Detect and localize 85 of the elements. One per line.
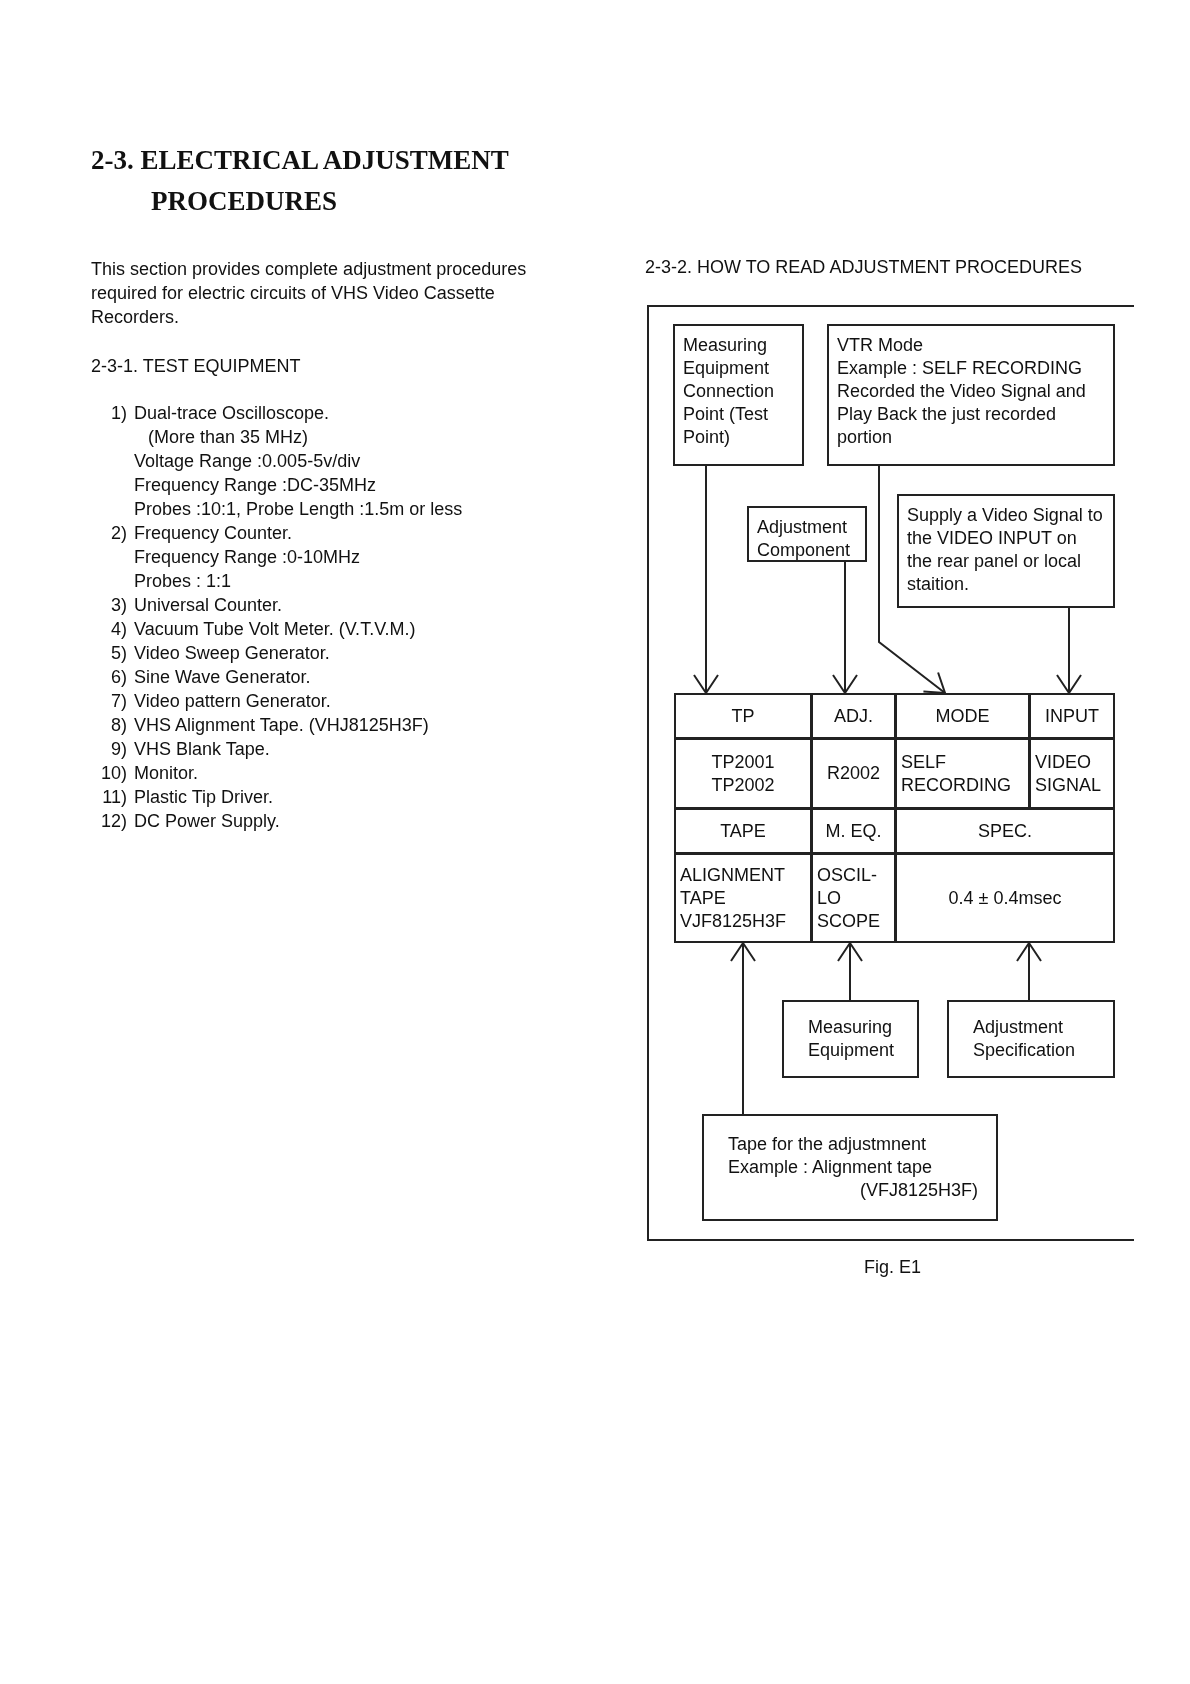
arrow bbox=[878, 465, 946, 694]
section-subheading: 2-3-1. TEST EQUIPMENT bbox=[91, 355, 301, 378]
list-item-text: Video Sweep Generator. bbox=[134, 642, 330, 665]
table-cell bbox=[674, 738, 812, 809]
table-cell bbox=[1029, 693, 1115, 739]
list-item-text: Probes :10:1, Probe Length :1.5m or less bbox=[134, 498, 463, 521]
table-cell bbox=[895, 853, 1115, 943]
table-cell bbox=[895, 693, 1030, 739]
arrow bbox=[832, 561, 858, 694]
list-item-text: Monitor. bbox=[134, 762, 199, 785]
list-number: 1) bbox=[110, 402, 127, 425]
section-heading: 2-3. ELECTRICAL ADJUSTMENT PROCEDURES bbox=[91, 144, 510, 218]
list-number: 3) bbox=[110, 594, 127, 617]
list-number: 2) bbox=[110, 522, 127, 545]
arrow bbox=[730, 942, 756, 1115]
list-item-text: Universal Counter. bbox=[134, 594, 283, 617]
table-cell bbox=[674, 808, 812, 854]
list-number: 4) bbox=[110, 618, 127, 641]
callout-text: Supply a Video Signal to the VIDEO INPUT on the rear panel or local staition. bbox=[907, 504, 1104, 596]
figure-caption: Fig. E1 bbox=[864, 1256, 922, 1279]
callout-text: Adjustment Component bbox=[757, 516, 852, 562]
table-cell bbox=[811, 738, 896, 809]
section-subheading: 2-3-2. HOW TO READ ADJUSTMENT PROCEDURES bbox=[645, 256, 1083, 279]
list-item-text: Voltage Range :0.005-5v/div bbox=[134, 450, 361, 473]
list-number: 11) bbox=[101, 786, 127, 809]
list-item-text: Plastic Tip Driver. bbox=[134, 786, 274, 809]
callout-text: Tape for the adjustmnent Example : Alignment tape (VFJ8125H3F) bbox=[728, 1133, 978, 1202]
callout-text: Example : SELF RECORDING Recorded the Video Signal and Play Back the just recorded portion bbox=[837, 357, 1087, 449]
list-item-text: Sine Wave Generator. bbox=[134, 666, 311, 689]
callout-box bbox=[747, 506, 867, 562]
arrow bbox=[1056, 607, 1082, 694]
list-number: 6) bbox=[110, 666, 127, 689]
table-cell bbox=[895, 738, 1030, 809]
callout-text: Measuring Equipment bbox=[808, 1016, 895, 1062]
callout-box bbox=[897, 494, 1115, 608]
list-item-text: Dual-trace Oscilloscope. bbox=[134, 402, 330, 425]
cell-text: TP bbox=[731, 704, 755, 728]
table-cell bbox=[811, 808, 896, 854]
cell-text: INPUT bbox=[1045, 704, 1099, 728]
callout-text: Adjustment Specification bbox=[973, 1016, 1077, 1062]
callout-box bbox=[947, 1000, 1115, 1078]
callout-box bbox=[782, 1000, 919, 1078]
cell-text: ALIGNMENT TAPE VJF8125H3F bbox=[680, 863, 787, 933]
cell-text: TAPE bbox=[720, 819, 766, 843]
cell-text: SELF RECORDING bbox=[901, 750, 1011, 797]
list-item-text: Vacuum Tube Volt Meter. (V.T.V.M.) bbox=[134, 618, 416, 641]
table-cell bbox=[811, 853, 896, 943]
table-cell bbox=[895, 808, 1115, 854]
callout-text: Measuring Equipment Connection Point (Test Point) bbox=[683, 334, 776, 449]
list-item-text: Probes : 1:1 bbox=[134, 570, 232, 593]
list-item-text: VHS Blank Tape. bbox=[134, 738, 270, 761]
cell-text: M. EQ. bbox=[825, 819, 882, 843]
list-item-text: (More than 35 MHz) bbox=[148, 426, 309, 449]
list-number: 10) bbox=[100, 762, 127, 785]
cell-text: SPEC. bbox=[978, 819, 1032, 843]
cell-text: ADJ. bbox=[834, 704, 873, 728]
callout-text: VTR Mode bbox=[837, 334, 924, 357]
table-cell bbox=[1029, 738, 1115, 809]
table-cell bbox=[674, 693, 812, 739]
callout-box bbox=[673, 324, 804, 466]
intro-paragraph: This section provides complete adjustment procedures required for electric circuits of VHS Video Cassette Recorders. bbox=[91, 258, 528, 329]
cell-text: R2002 bbox=[826, 762, 880, 785]
table-cell bbox=[811, 693, 896, 739]
cell-text: MODE bbox=[935, 704, 990, 728]
cell-text: VIDEO SIGNAL bbox=[1035, 750, 1102, 797]
arrow bbox=[693, 465, 719, 694]
cell-text: 0.4 ± 0.4msec bbox=[948, 886, 1062, 910]
list-item-text: Video pattern Generator. bbox=[134, 690, 331, 713]
list-item-text: Frequency Range :DC-35MHz bbox=[134, 474, 377, 497]
cell-text: OSCIL- LO SCOPE bbox=[817, 863, 880, 933]
list-number: 8) bbox=[110, 714, 127, 737]
table-cell bbox=[674, 853, 812, 943]
list-item-text: VHS Alignment Tape. (VHJ8125H3F) bbox=[134, 714, 429, 737]
list-item-text: Frequency Counter. bbox=[134, 522, 293, 545]
arrow bbox=[837, 942, 863, 1001]
list-number: 5) bbox=[110, 642, 127, 665]
list-item-text: DC Power Supply. bbox=[134, 810, 280, 833]
list-number: 12) bbox=[100, 810, 127, 833]
list-number: 9) bbox=[110, 738, 127, 761]
cell-text: TP2001 TP2002 bbox=[711, 750, 775, 797]
arrow bbox=[1016, 942, 1042, 1001]
list-item-text: Frequency Range :0-10MHz bbox=[134, 546, 361, 569]
callout-box bbox=[827, 324, 1115, 466]
callout-box bbox=[702, 1114, 998, 1221]
list-number: 7) bbox=[110, 690, 127, 713]
